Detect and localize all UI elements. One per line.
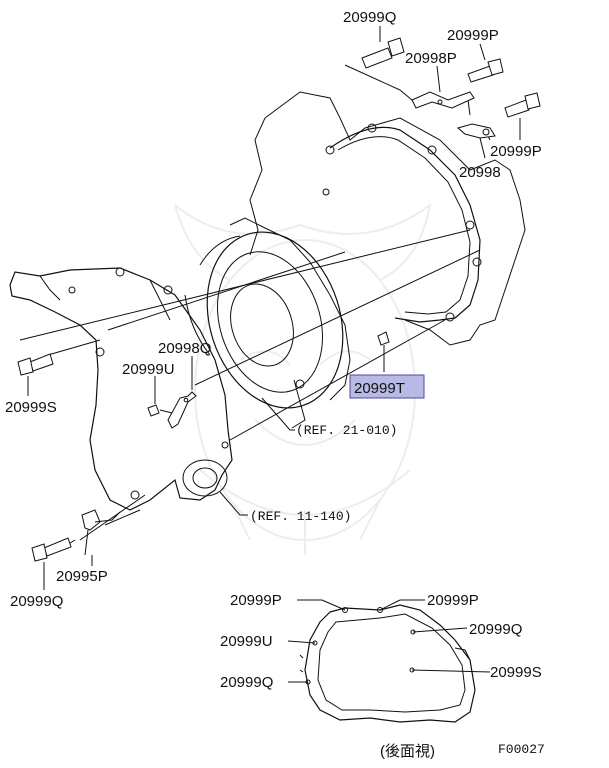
- ref-clutch-leader: [261, 379, 306, 431]
- left-bolt-s-part: [17, 353, 54, 376]
- inset-20999s: 20999S: [490, 664, 542, 681]
- callout-20999u: 20999U: [122, 361, 175, 378]
- inset-20999p-right: 20999P: [427, 592, 479, 609]
- callout-20999t-highlighted: 20999T: [354, 380, 405, 397]
- callout-20999p-right: 20999P: [490, 143, 542, 160]
- clip-p-part: [81, 509, 121, 556]
- inset-20999q-right: 20999Q: [469, 621, 522, 638]
- top-bolt-q-part: [361, 37, 405, 69]
- inset-20999q-left: 20999Q: [220, 674, 273, 691]
- callout-ref-21-010: (REF. 21-010): [296, 423, 397, 438]
- bottom-bolt-q-part: [31, 537, 72, 562]
- small-bolt-u-part: [147, 404, 160, 417]
- top-bolt-p-part: [467, 58, 504, 83]
- callout-20995p: 20995P: [56, 568, 108, 585]
- engine-adapter-plate: [9, 267, 305, 511]
- callout-ref-11-140: (REF. 11-140): [250, 509, 351, 524]
- ref-engine-leader: [219, 491, 248, 516]
- rear-view-inset: [287, 599, 491, 723]
- inset-20999u: 20999U: [220, 633, 273, 650]
- transmission-housing: [184, 91, 526, 409]
- callout-20999s-left: 20999S: [5, 399, 57, 416]
- callout-20999q-bottom: 20999Q: [10, 593, 63, 610]
- callout-20999p-top: 20999P: [447, 27, 499, 44]
- inset-caption: (後面視): [380, 743, 435, 760]
- callout-20998p: 20998P: [405, 50, 457, 67]
- callout-20999q-top: 20999Q: [343, 9, 396, 26]
- callout-20998: 20998: [459, 164, 501, 181]
- assembly-lines: [19, 64, 491, 549]
- bracket-q-part: [167, 391, 197, 429]
- inset-20999p-left: 20999P: [230, 592, 282, 609]
- top-bracket-p-part: [411, 91, 475, 109]
- figure-code: F00027: [498, 742, 545, 757]
- highlight-box: [349, 374, 425, 399]
- callout-20998q: 20998Q: [158, 340, 211, 357]
- right-bracket-part: [456, 123, 496, 139]
- leader-lines: [27, 26, 521, 590]
- highlighted-bolt-t-part: [377, 331, 390, 372]
- right-bolt-p-part: [504, 92, 541, 118]
